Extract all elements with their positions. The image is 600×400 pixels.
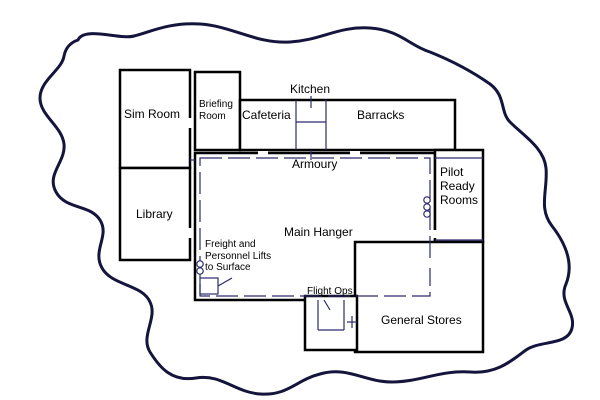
library-label: Library <box>136 207 173 221</box>
pilot-lift-circle-2 <box>423 203 431 211</box>
general-stores-wall <box>353 240 485 354</box>
freight-lift-circle-2 <box>196 267 204 275</box>
freight-lift-circle-1 <box>196 260 204 268</box>
barracks-label: Barracks <box>357 108 405 122</box>
cave-outline <box>38 22 575 396</box>
cafeteria-barracks-wall <box>238 98 457 152</box>
sim-room-label: Sim Room <box>124 107 181 121</box>
cafeteria-label: Cafeteria <box>242 108 291 122</box>
pilot-ready-rooms-wall <box>433 148 485 244</box>
armoury-label: Armoury <box>292 157 338 171</box>
flight-ops-wall <box>303 294 359 352</box>
library-wall <box>118 166 192 262</box>
pilot-lift-circle-3 <box>423 210 431 218</box>
kitchen-label: Kitchen <box>290 82 331 96</box>
hanger-corridor <box>199 157 431 297</box>
pilot-lift-circle-1 <box>423 196 431 204</box>
freight-pointer <box>217 277 233 287</box>
flight-ops-pointer <box>323 299 331 311</box>
flight-ops-label: Flight Ops <box>307 286 353 297</box>
main-hanger-label: Main Hanger <box>284 225 353 239</box>
general-stores-label: General Stores <box>381 313 462 327</box>
freight-lift-box <box>199 277 219 295</box>
briefing-room-wall <box>193 70 242 152</box>
